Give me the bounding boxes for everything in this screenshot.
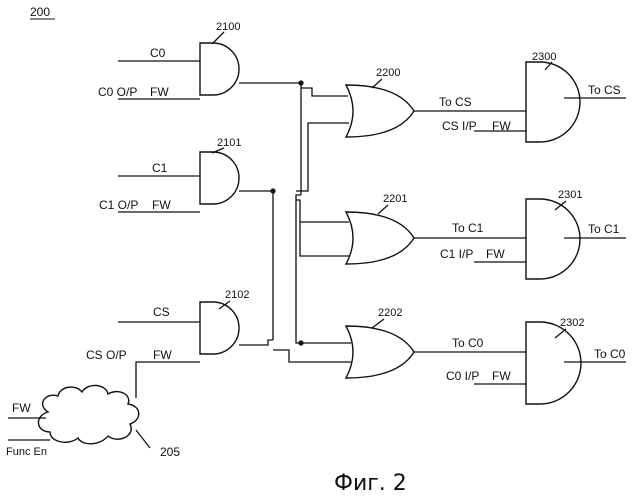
or-gate-220-0-ref: 2200	[376, 67, 400, 79]
label-220-1-out: To C1	[452, 221, 484, 235]
label-c0-fw: FW	[150, 85, 169, 99]
label-c1-op: C1 O/P	[99, 198, 138, 212]
and-gate-210-2	[200, 302, 239, 354]
label-220-0-out: To CS	[439, 95, 472, 109]
label-230-0-fw: FW	[492, 119, 511, 133]
wire-cs-op	[136, 362, 200, 398]
and-gate-210-0	[200, 43, 239, 95]
and-gate-210-1	[200, 152, 239, 204]
or-gate-220-1-ref: 2201	[383, 193, 407, 205]
label-c0-ip: C0 I/P	[446, 369, 479, 383]
and-gate-210-2-ref: 2102	[225, 289, 249, 301]
label-c1-fw: FW	[152, 198, 171, 212]
or-gate-220-1	[346, 212, 414, 264]
or-gate-220-0	[346, 85, 414, 137]
label-230-1-out: To C1	[588, 222, 620, 236]
label-cloud-fw: FW	[12, 401, 31, 415]
label-230-0-out: To CS	[588, 83, 621, 97]
label-cs-fw: FW	[153, 348, 172, 362]
label-c0-op: C0 O/P	[98, 85, 137, 99]
label-cs-op: CS O/P	[86, 348, 127, 362]
label-220-2-out: To C0	[452, 336, 484, 350]
wire-210-1-to-220-0	[296, 123, 349, 191]
and-gate-210-1-ref: 2101	[217, 137, 241, 149]
cloud-ref: 205	[160, 445, 180, 459]
and-gate-230-0-ref: 2300	[532, 51, 556, 63]
label-cs-ip: CS I/P	[442, 119, 477, 133]
junction-210-1	[270, 188, 275, 193]
wire-210-2-to-220-2	[273, 350, 351, 362]
and-gate-230-1	[526, 199, 580, 279]
wire-210-0-to-220-0	[301, 88, 348, 96]
leader-220-0	[372, 79, 382, 88]
figure-caption: Фиг. 2	[334, 471, 407, 496]
wire-210-0-to-220-2	[296, 195, 351, 343]
label-c1: C1	[152, 161, 168, 175]
figure-number: 200	[30, 5, 50, 19]
leader-220-1	[378, 205, 388, 214]
label-230-2-fw: FW	[492, 369, 511, 383]
junction-210-0	[298, 80, 303, 85]
and-gate-230-0	[526, 62, 580, 142]
label-func-en: Func En	[6, 446, 47, 458]
leader-210-0	[212, 32, 224, 44]
label-c0: C0	[150, 46, 166, 60]
wire-210-0-out	[239, 83, 301, 195]
wire-to-220-1-b	[300, 222, 349, 256]
wire-210-1-out	[239, 191, 273, 340]
or-gate-220-2	[346, 326, 414, 378]
cloud-205	[38, 385, 138, 443]
label-230-2-out: To C0	[594, 347, 626, 361]
label-230-1-fw: FW	[486, 247, 505, 261]
wire-to-220-1-a	[296, 200, 349, 222]
wire-210-2-out	[239, 340, 273, 345]
and-gate-210-0-ref: 2100	[216, 21, 240, 33]
leader-220-2	[372, 319, 384, 328]
and-gate-230-2	[526, 322, 581, 404]
leader-205	[136, 430, 150, 448]
label-cs: CS	[153, 305, 170, 319]
and-gate-230-1-ref: 2301	[558, 189, 582, 201]
junction-220-2-in	[298, 340, 303, 345]
and-gate-230-2-ref: 2302	[560, 317, 584, 329]
or-gate-220-2-ref: 2202	[378, 307, 402, 319]
label-c1-ip: C1 I/P	[440, 247, 473, 261]
